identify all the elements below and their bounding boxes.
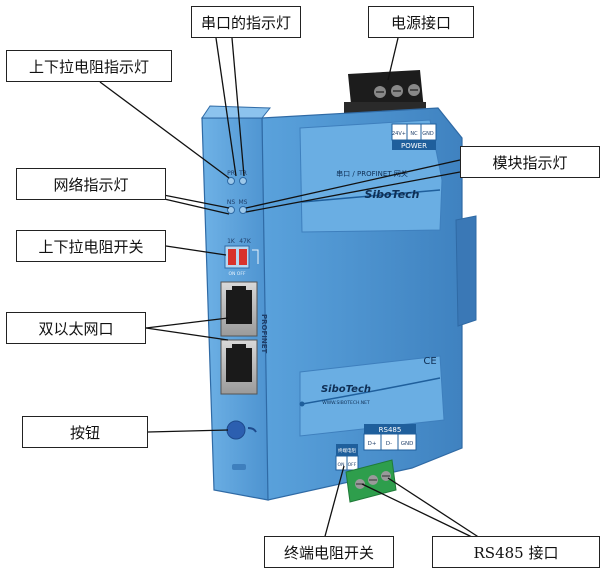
termination-switch-label (335, 444, 359, 471)
reset-button[interactable] (226, 420, 257, 440)
termination-title: 终端电阻 (338, 447, 356, 454)
power-pin-gnd: GND (422, 131, 434, 137)
leader-button (147, 429, 229, 433)
callout-network-led: 网络指示灯 (16, 168, 166, 200)
termination-state-off: OFF (348, 462, 357, 468)
leader-power-port (387, 37, 399, 81)
power-pin-label (391, 123, 437, 150)
model-label: 串口 / PROFINET 网关 (336, 169, 408, 178)
callout-dual-ethernet: 双以太网口 (6, 312, 146, 344)
ethernet-port-1[interactable] (220, 281, 258, 337)
leader-termination-switch (323, 465, 345, 541)
rs485-pin-dplus: D+ (368, 441, 377, 447)
ethernet-port-2[interactable] (220, 339, 258, 395)
leader-dual-ethernet-1 (145, 317, 229, 329)
rs485-title: RS485 (379, 426, 402, 434)
led-pr (227, 177, 235, 185)
callout-module-led: 模块指示灯 (460, 146, 600, 178)
callout-button: 按钮 (22, 416, 148, 448)
leader-rs485-2 (387, 477, 481, 539)
termination-state-on: ON (338, 462, 345, 468)
led-label-pr: PR (227, 170, 235, 177)
rs485-pin-dminus: D- (386, 441, 392, 447)
leader-module-led-1 (245, 159, 461, 209)
callout-power-port: 电源接口 (368, 6, 474, 38)
switch-value-1k: 1K (227, 238, 236, 245)
callout-pull-resistor-switch: 上下拉电阻开关 (16, 230, 166, 262)
power-title: POWER (401, 142, 427, 150)
rs485-terminal (345, 459, 397, 503)
callout-rs485-port: RS485 接口 (432, 536, 600, 568)
callout-serial-led: 串口的指示灯 (191, 6, 301, 38)
callout-termination-switch: 终端电阻开关 (264, 536, 394, 568)
ethernet-label: PROFINET (260, 314, 268, 353)
pull-resistor-dip-switch[interactable] (224, 245, 259, 269)
power-pin-nc: NC (410, 131, 418, 137)
led-tr (239, 177, 247, 185)
led-label-ms: MS (239, 199, 248, 206)
leader-module-led-2 (245, 171, 461, 213)
switch-state-label: ON OFF (228, 271, 245, 277)
led-ms (239, 206, 247, 214)
website-label: WWW.SIBOTECH.NET (322, 400, 370, 406)
leader-dual-ethernet-2 (145, 327, 229, 341)
leader-network-led-2 (159, 197, 230, 215)
switch-value-47k: 47K (239, 238, 252, 245)
led-label-ns: NS (227, 199, 235, 206)
callout-pull-resistor-led: 上下拉电阻指示灯 (6, 50, 172, 82)
brand-swoosh (299, 189, 441, 407)
rs485-pin-gnd: GND (401, 441, 414, 447)
brand-logo-bottom: SiboTech (321, 384, 371, 395)
leader-serial-led-1 (215, 37, 237, 177)
ce-mark: CE (423, 356, 436, 367)
brand-logo-top: SiboTech (364, 188, 419, 201)
leader-serial-led-2 (231, 37, 245, 177)
power-pin-24v: 24V+ (392, 131, 406, 137)
front-small-port (232, 464, 246, 470)
led-ns (227, 206, 235, 214)
leader-rs485-1 (361, 483, 475, 539)
rs485-pin-label (363, 424, 417, 451)
leader-pull-resistor-switch (165, 245, 227, 256)
led-label-tr: TR (238, 170, 247, 177)
leader-pull-resistor-led (99, 81, 230, 179)
